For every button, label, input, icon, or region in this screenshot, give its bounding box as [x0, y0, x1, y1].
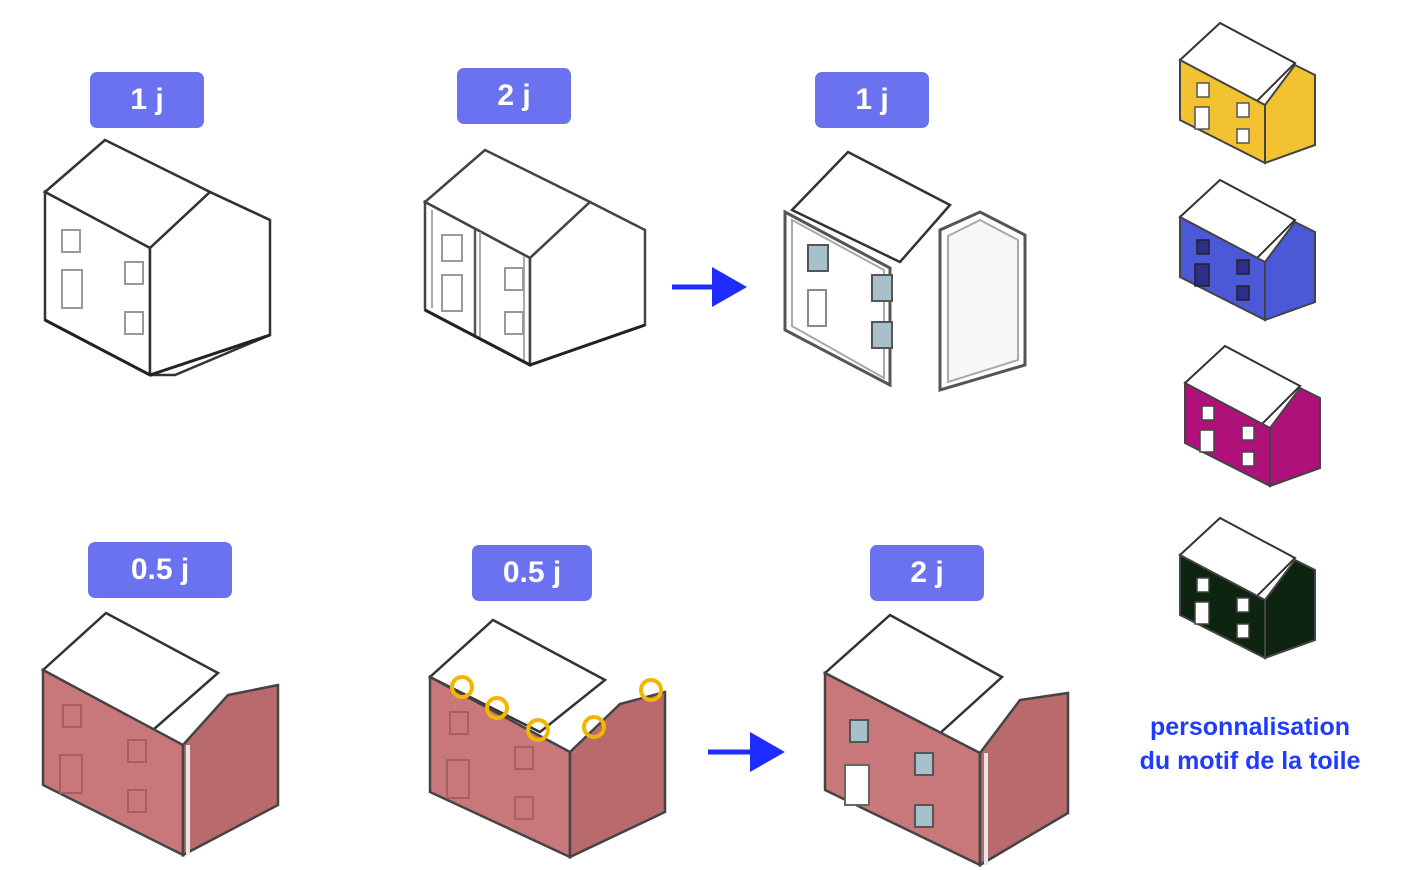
house-icon: [42, 138, 272, 378]
duration-badge: 0.5 j: [88, 542, 232, 598]
house-icon: [1183, 344, 1321, 488]
duration-badge: 1 j: [90, 72, 204, 128]
house-icon: [783, 150, 1027, 393]
duration-badge: 2 j: [457, 68, 571, 124]
caption: personnalisation du motif de la toile: [1100, 710, 1400, 778]
clip-icon: [450, 675, 663, 742]
duration-badge: 2 j: [870, 545, 984, 601]
house-icon: [1178, 516, 1316, 660]
caption-line-1: personnalisation: [1149, 713, 1351, 741]
house-icon: [822, 613, 1070, 868]
house-icon: [422, 148, 647, 368]
duration-badge: 1 j: [815, 72, 929, 128]
duration-badge: 0.5 j: [472, 545, 592, 601]
house-icon: [1178, 21, 1316, 165]
house-icon: [40, 611, 280, 858]
caption-line-2: du motif de la toile: [1139, 747, 1361, 775]
house-icon: [427, 618, 667, 859]
house-icon: [1178, 178, 1316, 322]
